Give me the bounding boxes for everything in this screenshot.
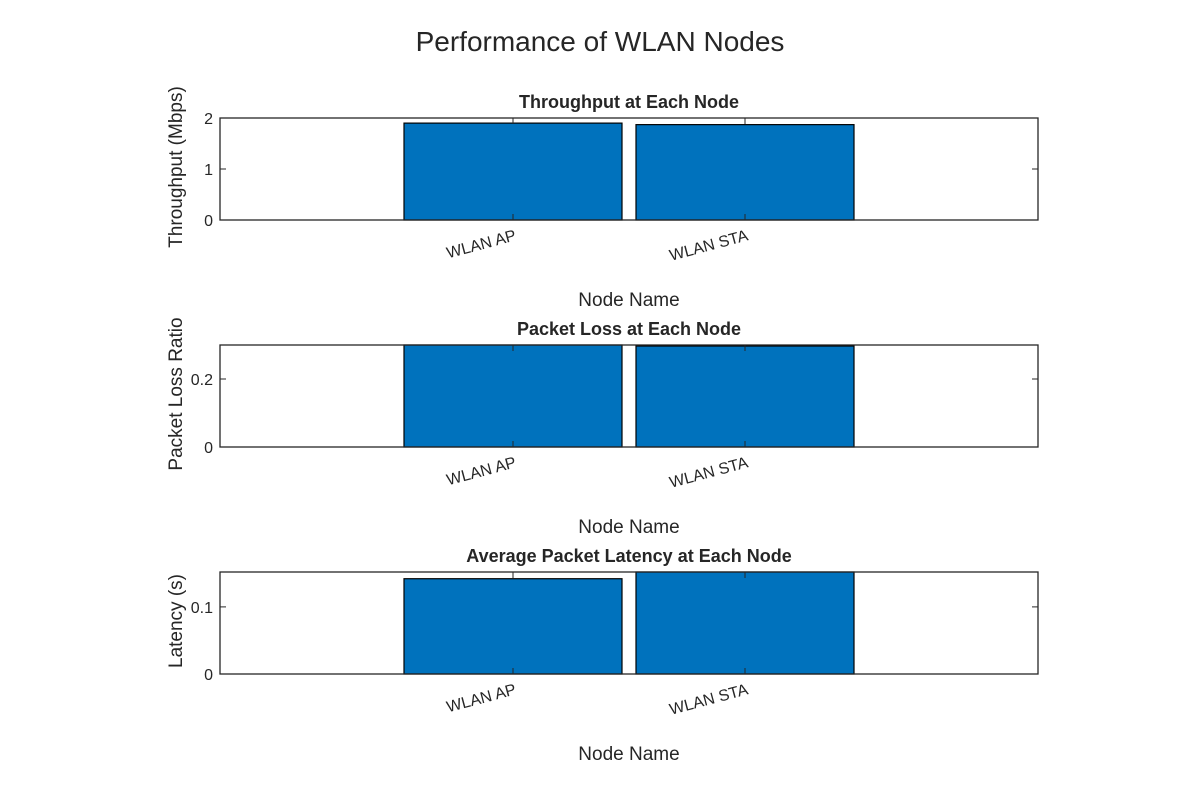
subplot-title: Throughput at Each Node (519, 92, 739, 112)
bar-wlan-ap (403, 344, 623, 448)
x-tick-label: WLAN STA (668, 227, 751, 264)
y-tick-label: 0.1 (191, 600, 213, 617)
axes-box (219, 117, 1039, 221)
axes-box (219, 344, 1039, 448)
x-tick-label: WLAN AP (445, 454, 518, 489)
y-axis-label: Throughput (Mbps) (166, 86, 187, 248)
y-tick-label: 0 (204, 667, 213, 684)
y-axis-label: Packet Loss Ratio (166, 317, 187, 470)
bar-wlan-sta (635, 124, 855, 221)
axes-box (219, 571, 1039, 675)
subplot-title: Packet Loss at Each Node (517, 319, 741, 339)
y-tick-label: 0 (204, 440, 213, 457)
bar-wlan-sta (635, 345, 855, 448)
x-axis-label: Node Name (578, 290, 679, 311)
y-tick-label: 0.2 (191, 372, 213, 389)
y-axis-label: Latency (s) (166, 574, 187, 668)
y-tick-label: 2 (204, 111, 213, 128)
x-tick-label: WLAN AP (445, 227, 518, 262)
figure-title: Performance of WLAN Nodes (415, 26, 785, 57)
x-axis-label: Node Name (578, 517, 679, 538)
subplot-title: Average Packet Latency at Each Node (466, 546, 791, 566)
x-axis-label: Node Name (578, 744, 679, 765)
x-tick-label: WLAN STA (668, 681, 751, 718)
x-tick-label: WLAN STA (668, 454, 751, 491)
x-tick-label: WLAN AP (445, 681, 518, 716)
bar-wlan-sta (635, 571, 855, 675)
y-tick-label: 1 (204, 162, 213, 179)
bar-wlan-ap (403, 122, 623, 221)
y-tick-label: 0 (204, 213, 213, 230)
bar-wlan-ap (403, 578, 623, 675)
